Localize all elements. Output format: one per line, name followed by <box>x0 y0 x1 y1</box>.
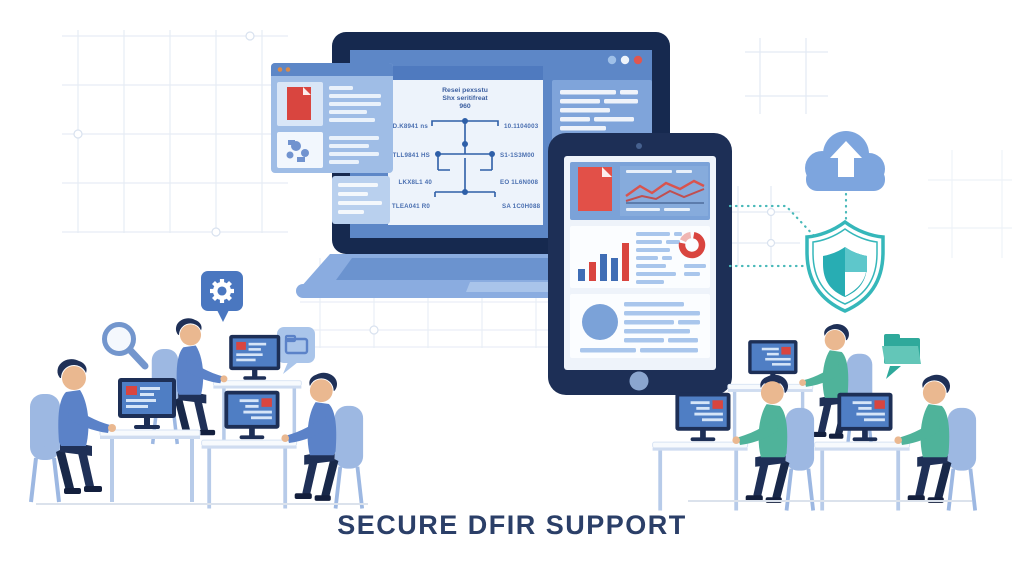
donut-chart <box>678 231 706 259</box>
background-grid-top-left <box>62 30 288 237</box>
flowchart-heading: Resei pexsstu <box>442 87 488 94</box>
text-lines <box>580 302 700 353</box>
flowchart-label: TLEA041 R0 <box>392 203 430 210</box>
folder-icon-left <box>277 327 315 374</box>
document-icon <box>287 87 311 120</box>
flowchart-heading: Shx seritifreat <box>442 95 488 102</box>
text-lines <box>329 86 381 122</box>
home-button <box>629 371 649 391</box>
tablet <box>548 133 732 395</box>
tablet-section-analytics <box>570 226 710 288</box>
flowchart-label: EO 1L6N008 <box>500 179 538 186</box>
flowchart-label: D.K8941 ns <box>393 123 429 130</box>
flowchart: Resei pexsstu Shx seritifreat 960 D.K894… <box>392 87 541 210</box>
side-note-card <box>332 176 390 224</box>
search-icon <box>102 322 149 370</box>
text-lines <box>329 136 379 164</box>
camera-dot <box>636 143 642 149</box>
worker-right-2 <box>812 372 978 513</box>
bar-chart <box>578 243 629 281</box>
main-title: SECURE DFIR SUPPORT <box>337 510 687 540</box>
tablet-section-profile <box>570 294 710 358</box>
flowchart-label: LKX8L1 40 <box>399 179 433 186</box>
flowchart-nodes <box>435 118 495 195</box>
worker-left-2 <box>199 370 366 511</box>
dotted-connectors <box>728 192 848 268</box>
text-lines <box>636 232 682 284</box>
document-icon <box>578 167 612 211</box>
worker-left-1 <box>28 357 202 504</box>
folder-icon-right <box>882 334 921 379</box>
window-control-dots <box>607 55 643 65</box>
security-shield-icon <box>805 219 885 313</box>
flowchart-heading: 960 <box>459 103 471 110</box>
panel-header-bar <box>388 66 543 80</box>
browser-card-titlebar <box>271 63 393 76</box>
flowchart-label: 10.1104003 <box>504 123 539 130</box>
background-grid-right <box>724 38 1012 266</box>
gear-icon <box>201 271 243 322</box>
flowchart-label: TLL9841 HS <box>393 152 430 159</box>
flowchart-label: SA 1C0H088 <box>502 203 541 210</box>
cloud-upload-icon <box>805 131 885 191</box>
tablet-section-report <box>570 162 710 220</box>
browser-card <box>271 63 393 173</box>
flowchart-label: S1-1S3M00 <box>500 152 535 159</box>
avatar-circle <box>582 304 618 340</box>
cluster-graphic <box>286 140 309 162</box>
upload-arrow-icon <box>830 141 862 177</box>
